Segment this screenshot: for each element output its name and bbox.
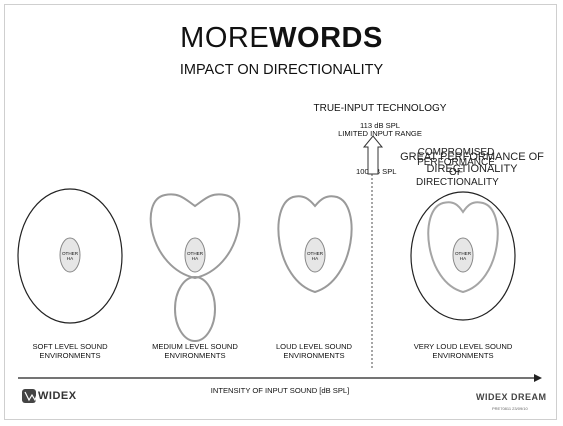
title-prefix: MORE	[180, 22, 270, 54]
slide-title: MOREWORDS	[0, 22, 563, 55]
x-axis-arrowhead-icon	[534, 374, 542, 382]
x-axis-label: INTENSITY OF INPUT SOUND [dB SPL]	[210, 386, 350, 395]
ha-label-1: OTHER HA	[61, 251, 79, 261]
head-shape-1	[59, 237, 81, 273]
great-text: GREAT PERFORMANCE OF DIRECTIONALITY	[400, 151, 544, 175]
env-loud-line2: ENVIRONMENTS	[283, 351, 345, 360]
widex-logo: WIDEX	[38, 390, 77, 402]
compromised-text: COMPROMISED PERFORMANCE OF DIRECTIONALIT…	[416, 147, 499, 188]
limited-input-label: LIMITED INPUT RANGE	[338, 129, 422, 138]
env-loud-line1: LOUD LEVEL SOUND	[275, 342, 353, 351]
up-arrow-icon	[362, 135, 384, 175]
rear-lobe-pattern-2	[174, 276, 216, 342]
head-shape-4	[452, 237, 474, 273]
doc-code: PRE70811 23/09/10	[492, 406, 528, 411]
env-very-loud-line1: VERY LOUD LEVEL SOUND	[413, 342, 513, 351]
slide-frame	[4, 4, 557, 420]
omni-circle-pattern-4	[410, 191, 516, 321]
cardioid-pattern-4	[427, 201, 499, 294]
env-soft-line1: SOFT LEVEL SOUND	[32, 342, 108, 351]
spl-113-label: 113 dB SPL	[360, 121, 400, 130]
ha-label-2: OTHER HA	[186, 251, 204, 261]
env-label-very-loud: VERY LOUD LEVEL SOUND ENVIRONMENTS	[408, 342, 518, 360]
env-label-soft: SOFT LEVEL SOUND ENVIRONMENTS	[15, 342, 125, 360]
env-soft-line2: ENVIRONMENTS	[39, 351, 101, 360]
head-shape-2	[184, 237, 206, 273]
env-very-loud-line2: ENVIRONMENTS	[432, 351, 494, 360]
ha-label-4: OTHER HA	[454, 251, 472, 261]
cardioid-pattern-3	[277, 195, 353, 294]
env-label-loud: LOUD LEVEL SOUND ENVIRONMENTS	[259, 342, 369, 360]
env-medium-line2: ENVIRONMENTS	[164, 351, 226, 360]
slide-subtitle: IMPACT ON DIRECTIONALITY	[179, 62, 384, 78]
omni-circle-pattern	[17, 188, 123, 324]
true-input-heading: TRUE-INPUT TECHNOLOGY	[313, 103, 447, 114]
head-shape-3	[304, 237, 326, 273]
widex-w-icon	[24, 391, 39, 402]
ha-label-3: OTHER HA	[306, 251, 324, 261]
env-medium-line1: MEDIUM LEVEL SOUND	[152, 342, 238, 351]
cardioid-pattern-2	[149, 193, 241, 280]
title-bold: WORDS	[269, 22, 383, 54]
env-label-medium: MEDIUM LEVEL SOUND ENVIRONMENTS	[140, 342, 250, 360]
widex-dream-logo: WIDEX DREAM	[476, 392, 547, 402]
